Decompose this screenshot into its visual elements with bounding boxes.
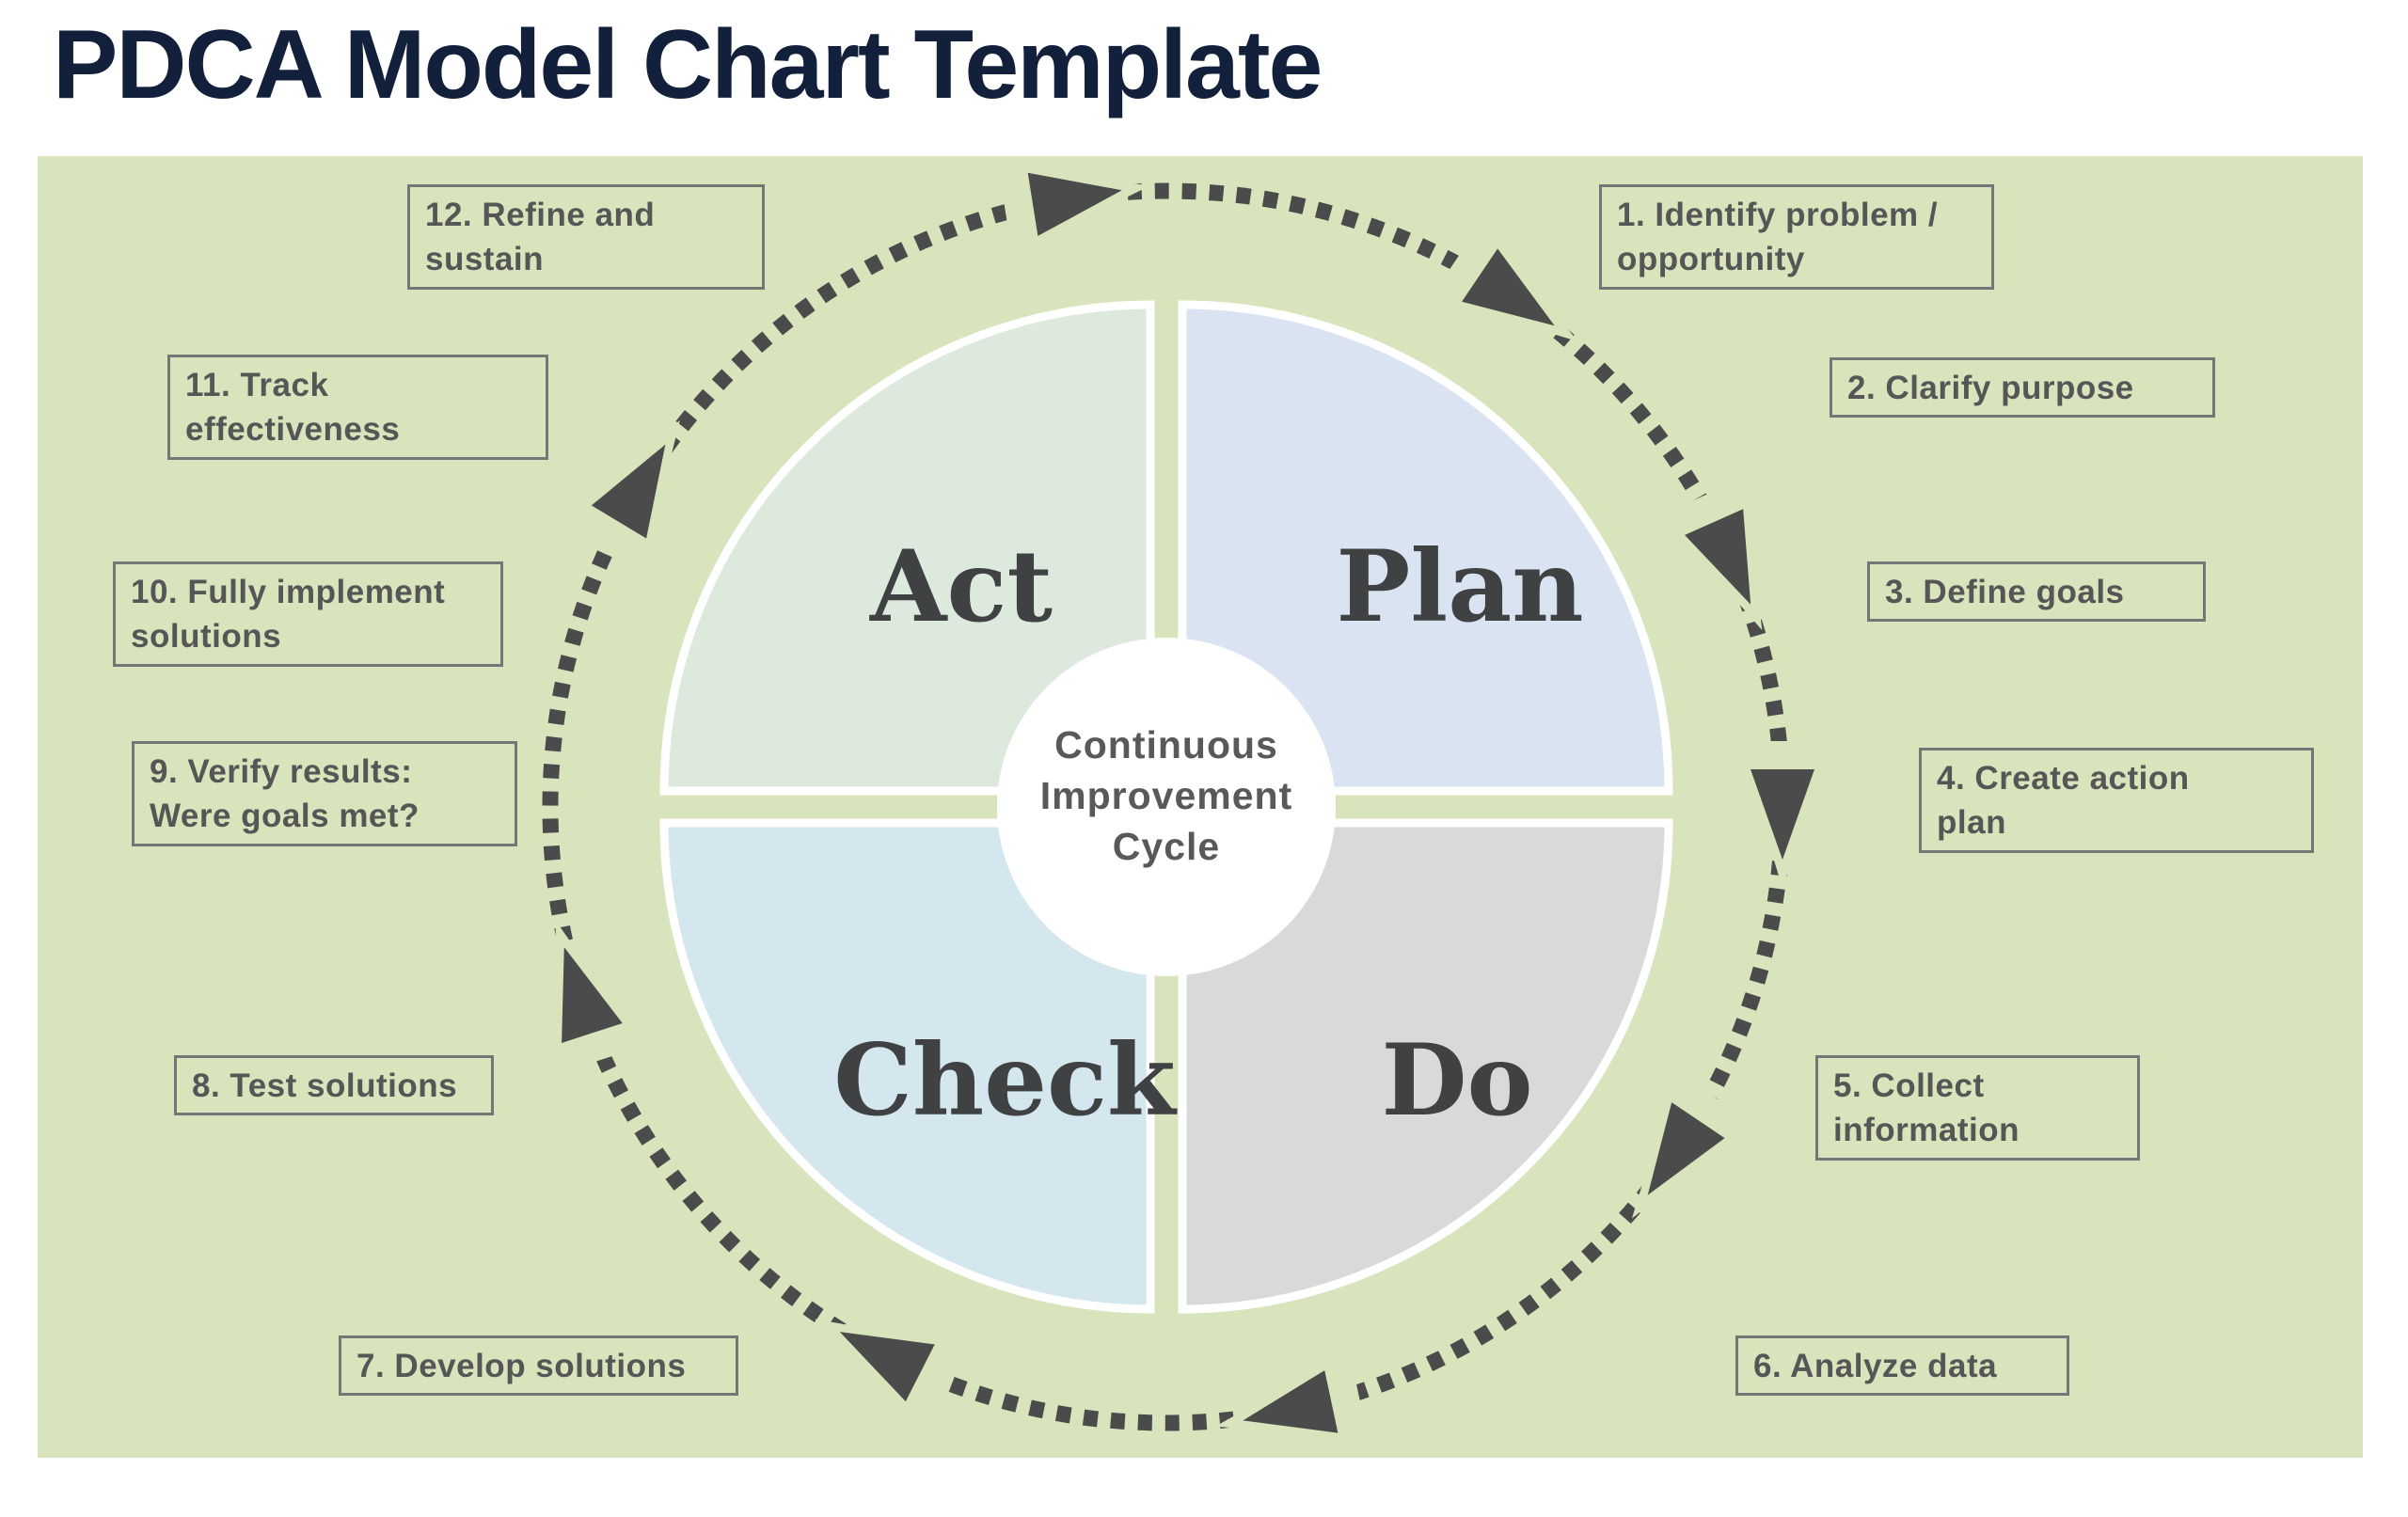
ring-arrowhead — [1647, 1102, 1725, 1195]
step-box-10: 10. Fully implement solutions — [113, 561, 503, 667]
ring-arrowhead — [1462, 248, 1555, 326]
ring-arrowhead — [1751, 769, 1814, 860]
quadrant-label-do: Do — [1381, 1021, 1532, 1138]
step-box-4: 4. Create action plan — [1919, 748, 2314, 853]
quadrant-label-plan: Plan — [1336, 528, 1583, 644]
quadrant-plan — [1178, 300, 1673, 796]
step-box-7: 7. Develop solutions — [339, 1335, 738, 1396]
ring-arrowhead — [562, 947, 623, 1043]
step-box-11: 11. Track effectiveness — [167, 355, 548, 460]
step-box-3: 3. Define goals — [1867, 561, 2206, 622]
ring-arrowhead — [1685, 509, 1751, 605]
quadrant-do — [1178, 818, 1673, 1314]
center-circle — [997, 638, 1336, 976]
ring-arrowhead — [1243, 1370, 1339, 1433]
step-box-2: 2. Clarify purpose — [1830, 357, 2215, 418]
ring-arrowhead — [1027, 172, 1122, 236]
center-label-line2: Improvement — [1040, 774, 1292, 817]
step-box-8: 8. Test solutions — [174, 1055, 494, 1115]
quadrant-check — [659, 818, 1155, 1314]
ring-arrowhead — [591, 444, 666, 539]
quadrant-act — [659, 300, 1155, 796]
step-box-12: 12. Refine and sustain — [407, 184, 765, 290]
step-box-9: 9. Verify results: Were goals met? — [132, 741, 517, 846]
center-label-line3: Cycle — [1113, 825, 1220, 868]
step-box-5: 5. Collect information — [1815, 1055, 2140, 1161]
quadrant-label-check: Check — [833, 1021, 1178, 1138]
page-title: PDCA Model Chart Template — [53, 10, 1323, 119]
ring-arrowhead — [839, 1332, 935, 1402]
quadrant-label-act: Act — [869, 528, 1053, 644]
center-label-line1: Continuous — [1054, 723, 1278, 766]
cycle-ring — [542, 164, 1828, 1441]
step-box-6: 6. Analyze data — [1735, 1335, 2069, 1396]
step-box-1: 1. Identify problem / opportunity — [1599, 184, 1994, 290]
